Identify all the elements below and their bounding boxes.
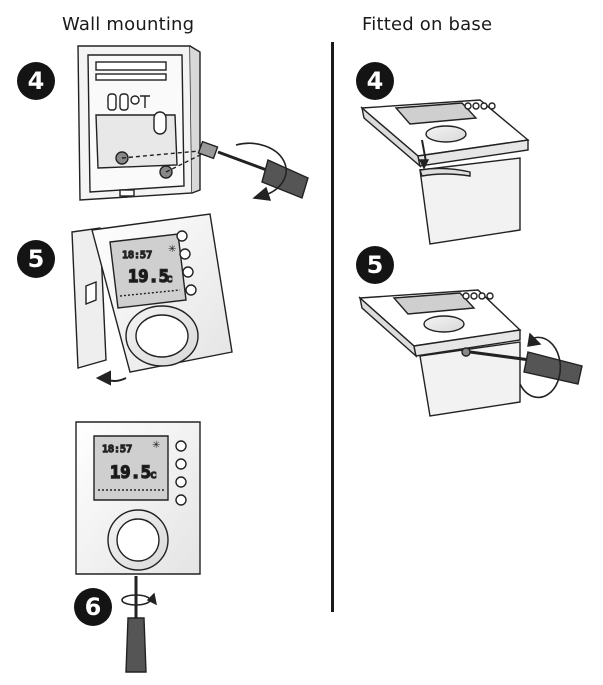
wall-step6-clock: 18:57 (102, 444, 132, 455)
wall-step6-screwdriver (121, 576, 157, 673)
wall-step6-thermostat: 18:57 19.5 c ✳ (75, 421, 201, 575)
fitted-on-base-title: Fitted on base (362, 14, 493, 35)
base-step4-thermostat (360, 99, 530, 170)
wall-step4-screwdriver (197, 140, 309, 201)
wall-mounting-title: Wall mounting (62, 14, 195, 35)
wall-step6-temperature: 19.5 (110, 463, 151, 483)
svg-text:✳: ✳ (152, 440, 160, 451)
wall-step5-arrow (95, 370, 127, 386)
base-step-badge-5: 5 (356, 246, 394, 284)
base-step4-stand (419, 157, 521, 245)
wall-step5-unit: c (166, 272, 173, 285)
wall-step5-thermostat: 18:57 19.5 c ✳ (71, 213, 233, 373)
wall-step6-unit: c (150, 468, 157, 481)
base-step-badge-4: 4 (356, 62, 394, 100)
wall-step5-temperature: 19.5 (128, 267, 169, 287)
base-step5-stand (419, 341, 521, 417)
base-step5-screwdriver (469, 332, 583, 399)
wall-step-badge-4: 4 (17, 62, 55, 100)
wall-step4-backplate (77, 45, 211, 201)
wall-step-badge-5: 5 (17, 240, 55, 278)
wall-step5-clock: 18:57 (122, 250, 152, 261)
wall-step-badge-6: 6 (74, 588, 112, 626)
svg-text:✳: ✳ (168, 244, 176, 255)
base-step5-thermostat (358, 289, 522, 358)
column-divider (331, 42, 334, 612)
